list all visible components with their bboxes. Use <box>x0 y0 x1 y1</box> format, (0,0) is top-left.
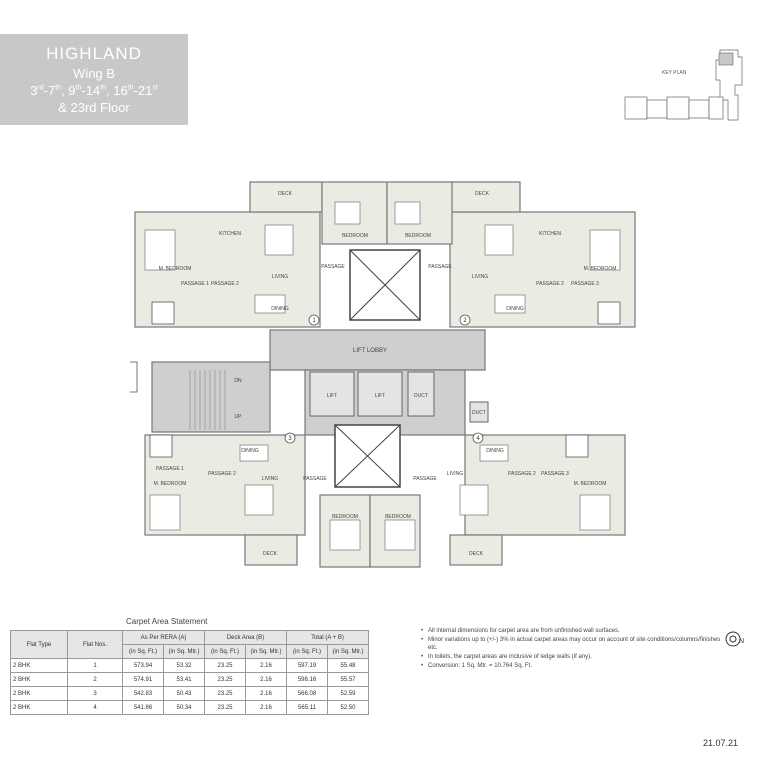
notes-list: All internal dimensions for carpet area … <box>420 627 728 671</box>
note-item: All internal dimensions for carpet area … <box>421 627 728 635</box>
plan-label-passage2-4: PASSAGE 2 <box>508 471 536 477</box>
col-flat-nos: Flat Nos. <box>67 630 123 659</box>
plan-label-duct-2: DUCT <box>472 410 486 416</box>
sub-sqmtr: (in Sq. Mtr.) <box>163 644 205 659</box>
plan-label-lift-1: LIFT <box>327 393 337 399</box>
wing-name: Wing B <box>73 66 115 81</box>
sub-sqft: (in Sq. Ft.) <box>122 644 164 659</box>
plan-label-deck-4: DECK <box>469 551 484 557</box>
plan-label-living-3: LIVING <box>262 476 279 482</box>
floor-plan-drawing: M. BEDROOM KITCHEN LIVING DINING PASSAGE… <box>114 181 636 568</box>
key-plan-label: KEY PLAN <box>662 70 687 76</box>
plan-label-lift-2: LIFT <box>375 393 385 399</box>
plan-label-bedroom-3: BEDROOM <box>332 514 358 520</box>
project-name: HIGHLAND <box>46 44 142 63</box>
key-plan-drawing <box>624 49 743 121</box>
plan-label-passage-1: PASSAGE <box>321 264 345 270</box>
plan-label-lift-lobby: LIFT LOBBY <box>353 348 387 354</box>
plan-label-passage1-3: PASSAGE 1 <box>156 466 184 472</box>
plan-label-bedroom-1: BEDROOM <box>342 233 368 239</box>
plan-label-dining-1: DINING <box>271 306 289 312</box>
col-total: Total (A + B) <box>286 630 369 645</box>
sub-sqmtr: (in Sq. Mtr.) <box>245 644 287 659</box>
plan-label-up: UP <box>235 414 243 420</box>
col-flat-type: Flat Type <box>10 630 68 659</box>
plan-label-passage-2: PASSAGE <box>428 264 452 270</box>
sub-sqft: (in Sq. Ft.) <box>204 644 246 659</box>
flat-number-3: 3 <box>288 436 292 442</box>
note-item: Conversion: 1 Sq. Mtr. = 10.764 Sq. Ft. <box>421 662 728 670</box>
plan-label-m-bedroom-2: M. BEDROOM <box>584 266 617 272</box>
carpet-area-table: Flat Type Flat Nos. As Per RERA (A) Deck… <box>10 630 369 715</box>
flat-number-2: 2 <box>463 318 467 324</box>
plan-label-duct-1: DUCT <box>414 393 428 399</box>
plan-label-living-4: LIVING <box>447 471 464 477</box>
plan-label-passage2-2: PASSAGE 2 <box>536 281 564 287</box>
plan-label-m-bedroom-4: M. BEDROOM <box>574 481 607 487</box>
plan-label-deck-3: DECK <box>263 551 278 557</box>
col-deck: Deck Area (B) <box>204 630 287 645</box>
floor-last: & 23rd Floor <box>58 100 130 115</box>
plan-label-passage-4: PASSAGE <box>413 476 437 482</box>
plan-label-deck-2: DECK <box>475 191 490 197</box>
plan-label-m-bedroom-1: M. BEDROOM <box>159 266 192 272</box>
compass-label: N <box>739 638 744 645</box>
plan-label-deck-1: DECK <box>278 191 293 197</box>
floor-range: 3rd-7th, 9th-14th, 16th-21st <box>30 83 158 98</box>
note-item: In toilets, the carpet areas are inclusi… <box>421 653 728 661</box>
plan-label-living-1: LIVING <box>272 274 289 280</box>
col-rera: As Per RERA (A) <box>122 630 205 645</box>
plan-label-bedroom-4: BEDROOM <box>385 514 411 520</box>
plan-label-dining-3: DINING <box>241 448 259 454</box>
plan-label-dn: DN <box>234 378 242 384</box>
plan-label-passage1-1: PASSAGE 1 <box>181 281 209 287</box>
plan-label-dining-2: DINING <box>506 306 524 312</box>
plan-label-bedroom-2: BEDROOM <box>405 233 431 239</box>
drawing-date: 21.07.21 <box>703 738 739 748</box>
plan-label-m-bedroom-3: M. BEDROOM <box>154 481 187 487</box>
title-panel: HIGHLAND Wing B 3rd-7th, 9th-14th, 16th-… <box>0 34 188 125</box>
plan-label-passage3-2: PASSAGE 3 <box>571 281 599 287</box>
carpet-table-title: Carpet Area Statement <box>126 617 208 626</box>
flat-number-4: 4 <box>476 436 480 442</box>
plan-label-kitchen-1: KITCHEN <box>219 231 241 237</box>
plan-label-passage2-3: PASSAGE 2 <box>208 471 236 477</box>
plan-label-passage-3: PASSAGE <box>303 476 327 482</box>
plan-label-dining-4: DINING <box>486 448 504 454</box>
flat-number-1: 1 <box>312 318 316 324</box>
plan-label-passage3-4: PASSAGE 3 <box>541 471 569 477</box>
north-compass-icon: N <box>724 629 744 649</box>
plan-label-living-2: LIVING <box>472 274 489 280</box>
sub-sqmtr: (in Sq. Mtr.) <box>327 644 369 659</box>
sub-sqft: (in Sq. Ft.) <box>286 644 328 659</box>
floor-plan: M. BEDROOM KITCHEN LIVING DINING PASSAGE… <box>114 180 640 570</box>
plan-label-kitchen-2: KITCHEN <box>539 231 561 237</box>
plan-label-passage2-1: PASSAGE 2 <box>211 281 239 287</box>
key-plan: KEY PLAN <box>620 45 750 130</box>
note-item: Minor variations up to (+/-) 3% in actua… <box>421 636 728 652</box>
